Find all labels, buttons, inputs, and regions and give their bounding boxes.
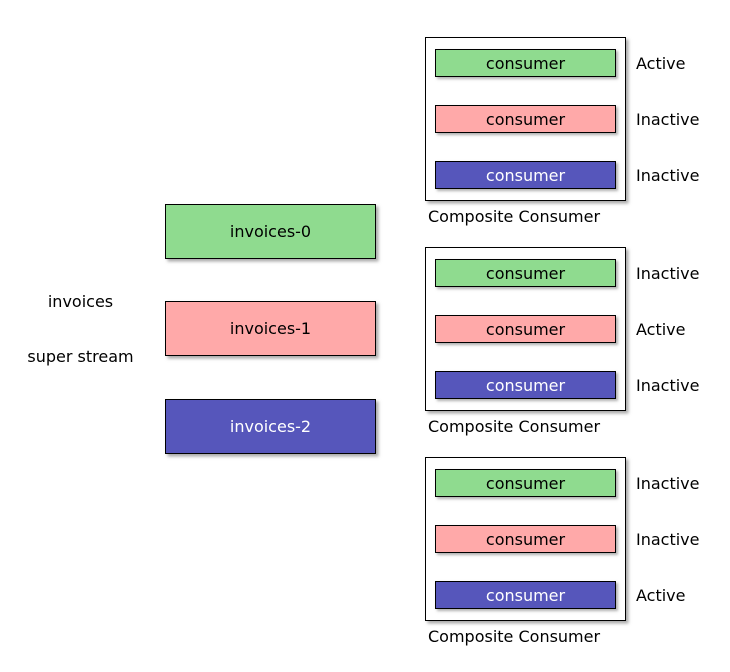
consumer-label: consumer bbox=[485, 585, 566, 605]
consumer-state: Inactive bbox=[636, 473, 700, 493]
composite-consumer-caption: Composite Consumer bbox=[428, 417, 601, 436]
consumer-state: Inactive bbox=[636, 263, 700, 283]
consumer-state: Active bbox=[636, 319, 686, 339]
consumer-box-pink: consumer bbox=[435, 315, 616, 343]
partition-label: invoices-0 bbox=[229, 222, 312, 241]
partition-label: invoices-1 bbox=[229, 319, 312, 338]
composite-consumer-group-1: consumer consumer consumer Active Inacti… bbox=[425, 37, 715, 237]
consumer-box-blue: consumer bbox=[435, 161, 616, 189]
partition-label: invoices-2 bbox=[229, 417, 312, 436]
consumer-label: consumer bbox=[485, 263, 566, 283]
partition-invoices-1: invoices-1 bbox=[165, 301, 376, 356]
consumer-label: consumer bbox=[485, 319, 566, 339]
consumer-state: Inactive bbox=[636, 165, 700, 185]
stream-type: super stream bbox=[27, 347, 134, 366]
consumer-box-green: consumer bbox=[435, 49, 616, 77]
composite-consumer-caption: Composite Consumer bbox=[428, 207, 601, 226]
consumer-label: consumer bbox=[485, 473, 566, 493]
composite-consumer-group-2: consumer consumer consumer Inactive Acti… bbox=[425, 247, 715, 447]
consumer-box-blue: consumer bbox=[435, 371, 616, 399]
consumer-box-pink: consumer bbox=[435, 525, 616, 553]
partition-invoices-0: invoices-0 bbox=[165, 204, 376, 259]
consumer-box-green: consumer bbox=[435, 259, 616, 287]
composite-consumer-caption: Composite Consumer bbox=[428, 627, 601, 646]
consumer-state: Inactive bbox=[636, 529, 700, 549]
consumer-state: Inactive bbox=[636, 375, 700, 395]
consumer-state: Active bbox=[636, 53, 686, 73]
consumer-box-green: consumer bbox=[435, 469, 616, 497]
consumer-label: consumer bbox=[485, 53, 566, 73]
consumer-state: Active bbox=[636, 585, 686, 605]
partition-invoices-2: invoices-2 bbox=[165, 399, 376, 454]
consumer-box-blue: consumer bbox=[435, 581, 616, 609]
consumer-box-pink: consumer bbox=[435, 105, 616, 133]
consumer-label: consumer bbox=[485, 529, 566, 549]
stream-name: invoices bbox=[47, 292, 114, 311]
composite-consumer-group-3: consumer consumer consumer Inactive Inac… bbox=[425, 457, 715, 657]
consumer-label: consumer bbox=[485, 375, 566, 395]
consumer-state: Inactive bbox=[636, 109, 700, 129]
consumer-label: consumer bbox=[485, 109, 566, 129]
consumer-label: consumer bbox=[485, 165, 566, 185]
